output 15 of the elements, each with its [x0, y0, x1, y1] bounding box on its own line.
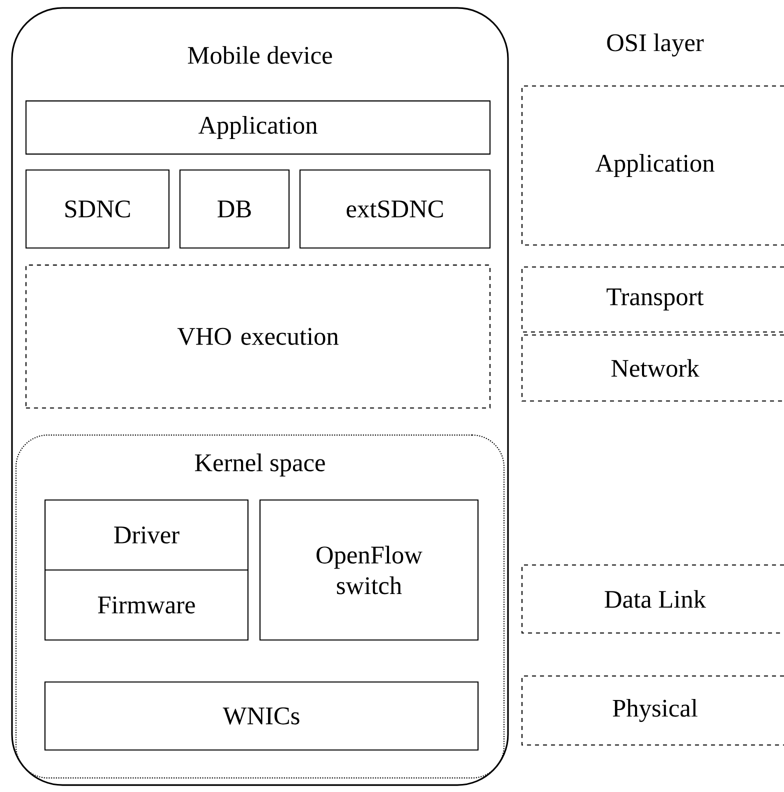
dashed-box: VHO execution: [25, 264, 491, 408]
layer-box: SDNC: [26, 169, 170, 249]
layer-box: DB: [179, 169, 290, 249]
layer-box: Application: [25, 100, 491, 155]
layer-box: Firmware: [44, 569, 248, 641]
osi-layer-box: Physical: [521, 675, 784, 746]
layer-box: extSDNC: [299, 169, 491, 249]
osi-layer-box: Transport: [521, 266, 784, 333]
layer-box: Driver: [44, 499, 248, 571]
osi-layer-box: Application: [521, 85, 784, 246]
layer-box: OpenFlow switch: [259, 499, 479, 641]
osi-layer-box: Network: [521, 334, 784, 402]
layer-box: WNICs: [44, 681, 479, 751]
column-heading: OSI layer: [607, 34, 704, 57]
osi-layer-box: Data Link: [521, 564, 784, 634]
